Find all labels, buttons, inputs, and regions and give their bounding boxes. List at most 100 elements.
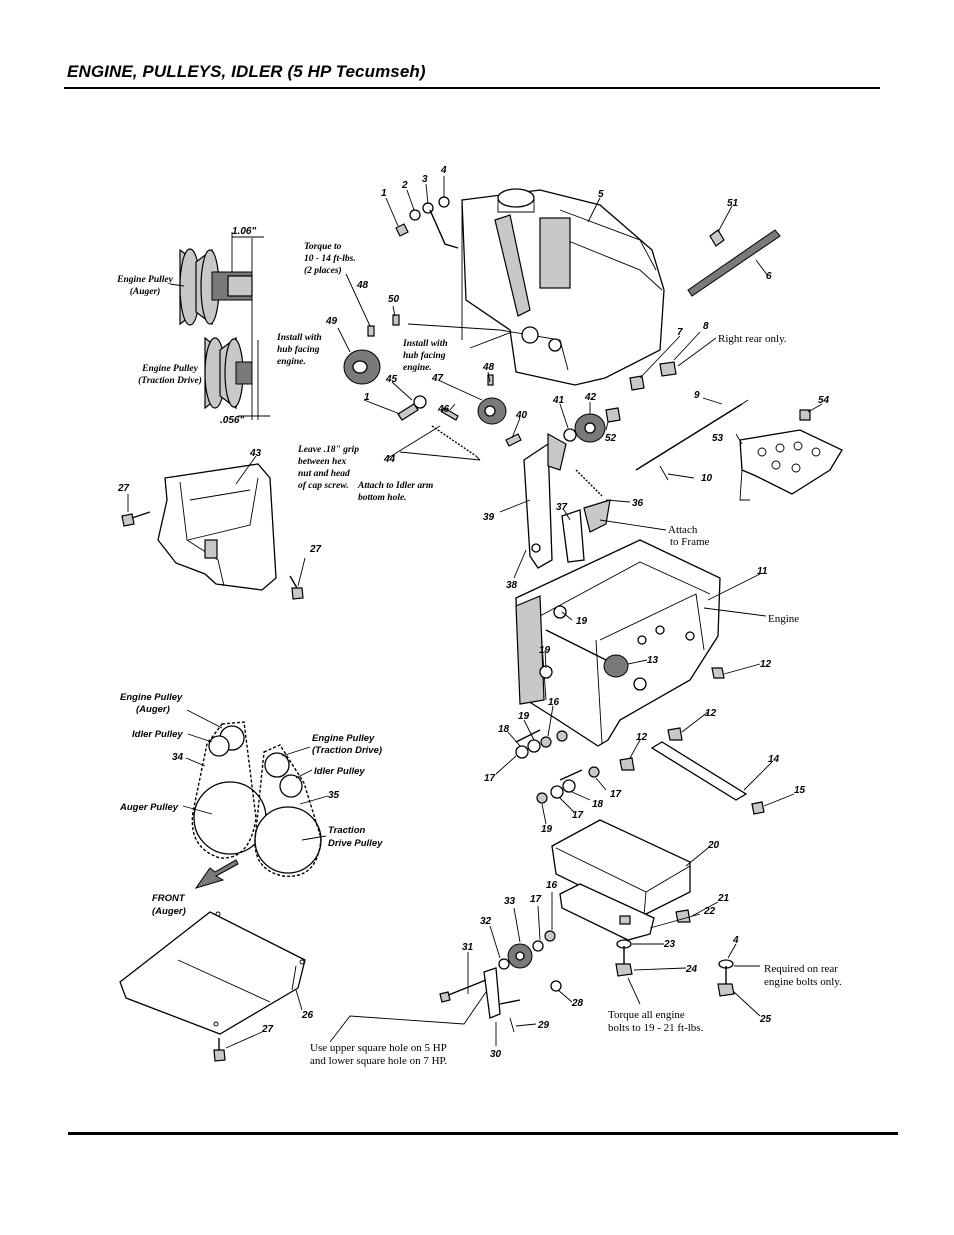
callout-3: 3 xyxy=(422,174,428,185)
callout-47: 47 xyxy=(431,373,444,384)
callout-53: 53 xyxy=(712,433,724,444)
mount-bracket-20 xyxy=(551,819,691,917)
svg-text:Attach: Attach xyxy=(668,524,698,536)
attach-frame-note: Attach to Frame xyxy=(668,524,710,548)
svg-text:Idler Pulley: Idler Pulley xyxy=(314,766,365,777)
callout-21: 21 xyxy=(717,893,730,904)
engine-pulley-auger-detail xyxy=(179,232,264,420)
svg-text:Use upper square hole on 5 HP: Use upper square hole on 5 HP xyxy=(310,1042,447,1054)
svg-text:bottom hole.: bottom hole. xyxy=(358,493,407,503)
callout-40: 40 xyxy=(515,410,528,421)
belt-cover xyxy=(157,463,277,591)
engine-assembly xyxy=(461,188,665,386)
install-hub-note-left: Install with hub facing engine. xyxy=(276,333,322,367)
callout-22: 22 xyxy=(703,906,716,917)
spring-36 xyxy=(575,469,603,497)
svg-text:hub facing: hub facing xyxy=(403,351,446,361)
callout-19: 19 xyxy=(576,616,588,627)
torque-note: Torque to 10 - 14 ft-lbs. (2 places) xyxy=(304,242,356,276)
callout-25: 25 xyxy=(759,1014,772,1025)
engine-note: Engine xyxy=(768,613,799,625)
callout-20: 20 xyxy=(707,840,720,851)
callout-43: 43 xyxy=(249,448,262,459)
main-frame xyxy=(515,539,721,747)
svg-text:and lower square hole on 7 HP.: and lower square hole on 7 HP. xyxy=(310,1055,447,1067)
leave-grip-note: Leave .18" grip between hex nut and head… xyxy=(297,445,359,491)
bottom-plate xyxy=(119,911,306,1035)
svg-text:(Auger): (Auger) xyxy=(152,906,186,917)
svg-text:Auger Pulley: Auger Pulley xyxy=(119,802,179,813)
callout-16: 16 xyxy=(546,880,558,891)
callout-1: 1 xyxy=(381,188,387,199)
leader-lines xyxy=(127,176,823,1049)
bolt-27-upper xyxy=(121,511,151,527)
dimension-bottom: .056" xyxy=(220,415,244,426)
install-hub-note-right: Install with hub facing engine. xyxy=(402,339,448,373)
rod-9 xyxy=(635,399,749,481)
svg-text:Engine Pulley: Engine Pulley xyxy=(116,275,173,285)
svg-text:(2 places): (2 places) xyxy=(304,265,342,276)
svg-text:Install with: Install with xyxy=(402,339,448,349)
torque-engine-note: Torque all engine bolts to 19 - 21 ft-lb… xyxy=(608,1009,704,1034)
callout-7: 7 xyxy=(677,327,683,338)
caption-engine-pulley-auger: Engine Pulley (Auger) xyxy=(116,275,173,297)
nuts-7-8 xyxy=(629,331,701,391)
small-nuts-12 xyxy=(619,667,725,771)
svg-text:(Traction Drive): (Traction Drive) xyxy=(138,375,202,386)
callout-12: 12 xyxy=(636,732,648,743)
svg-text:Engine Pulley: Engine Pulley xyxy=(141,364,198,374)
belt-routing-captions: Engine Pulley (Auger) Idler Pulley Engin… xyxy=(119,692,383,917)
callout-17: 17 xyxy=(530,894,542,905)
bracket-37 xyxy=(561,499,611,563)
svg-text:Leave .18" grip: Leave .18" grip xyxy=(297,445,359,455)
callout-46: 46 xyxy=(437,404,450,415)
svg-text:(Auger): (Auger) xyxy=(136,704,170,715)
dimension-top: 1.06" xyxy=(232,226,256,237)
svg-text:Engine Pulley: Engine Pulley xyxy=(312,733,375,744)
mount-bracket-22 xyxy=(559,883,691,941)
svg-text:(Traction Drive): (Traction Drive) xyxy=(312,745,382,756)
callout-17: 17 xyxy=(484,773,496,784)
callout-48: 48 xyxy=(482,362,495,373)
callout-50: 50 xyxy=(388,294,400,305)
svg-text:Engine Pulley: Engine Pulley xyxy=(120,692,183,703)
callout-27: 27 xyxy=(117,483,130,494)
caption-engine-pulley-traction: Engine Pulley (Traction Drive) xyxy=(138,364,202,386)
callout-49: 49 xyxy=(325,316,338,327)
bolt-27-plate xyxy=(213,1038,226,1062)
callout-12: 12 xyxy=(760,659,772,670)
callout-31: 31 xyxy=(462,942,474,953)
svg-text:Torque to: Torque to xyxy=(304,242,342,252)
pulleys-41-42 xyxy=(563,407,621,443)
svg-text:nut and head: nut and head xyxy=(298,469,350,479)
callout-35: 35 xyxy=(328,790,340,801)
callout-16: 16 xyxy=(548,697,560,708)
callout-18: 18 xyxy=(592,799,604,810)
engine-pulley-traction-detail xyxy=(204,336,270,420)
svg-text:Drive Pulley: Drive Pulley xyxy=(328,838,383,849)
svg-text:between hex: between hex xyxy=(298,457,347,467)
svg-text:engine.: engine. xyxy=(403,363,432,373)
callout-19: 19 xyxy=(539,645,551,656)
callout-14: 14 xyxy=(768,754,780,765)
callout-19: 19 xyxy=(518,711,530,722)
svg-text:engine bolts only.: engine bolts only. xyxy=(764,976,842,988)
callout-2: 2 xyxy=(401,180,408,191)
svg-text:bolts to 19 - 21 ft-lbs.: bolts to 19 - 21 ft-lbs. xyxy=(608,1022,704,1034)
callout-28: 28 xyxy=(571,998,584,1009)
attach-idler-note: Attach to Idler arm bottom hole. xyxy=(357,481,433,503)
callout-36: 36 xyxy=(632,498,644,509)
footer-rule xyxy=(68,1132,898,1135)
svg-text:(Auger): (Auger) xyxy=(130,286,161,297)
svg-text:to Frame: to Frame xyxy=(670,536,710,548)
callout-41: 41 xyxy=(552,395,565,406)
pulleys-left-group xyxy=(343,314,427,421)
callout-12: 12 xyxy=(705,708,717,719)
idler-assembly-bottom xyxy=(439,930,562,1033)
engine-bolts-23-24-25 xyxy=(615,939,735,997)
use-upper-hole-note: Use upper square hole on 5 HP and lower … xyxy=(310,1042,447,1067)
callout-29: 29 xyxy=(537,1020,550,1031)
svg-text:Attach to Idler arm: Attach to Idler arm xyxy=(357,481,433,491)
callout-5: 5 xyxy=(598,189,604,200)
